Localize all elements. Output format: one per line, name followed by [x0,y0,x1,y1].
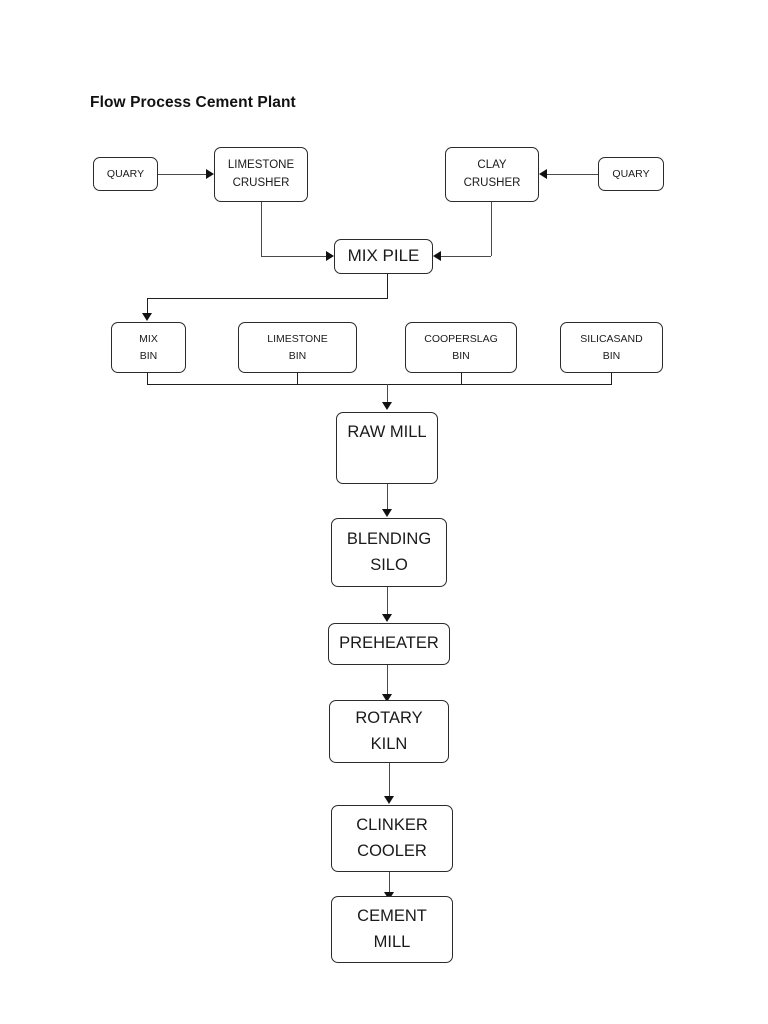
node-label-line2: BIN [452,349,470,362]
node-cement-mill[interactable]: CEMENT MILL [331,896,453,963]
edge-arrowhead [382,694,392,702]
node-label-line2: SILO [370,555,408,574]
node-label-line2: BIN [602,349,621,362]
node-label-line1: CEMENT [357,906,427,925]
node-quarry-right[interactable]: QUARY [598,157,664,191]
edge-limestone-crusher-to-mix-pile-horizontal [261,256,326,257]
edge-arrowhead [382,509,392,517]
node-blending-silo[interactable]: BLENDING SILO [331,518,447,587]
page-title: Flow Process Cement Plant [90,94,296,111]
edge-bus-to-raw-mill [387,384,388,403]
node-mix-pile[interactable]: MIX PILE [334,239,433,274]
node-clay-crusher[interactable]: CLAY CRUSHER [445,147,539,202]
edge-arrowhead [382,614,392,622]
edge-bins-bus-line [147,384,612,385]
node-preheater[interactable]: PREHEATER [328,623,450,665]
node-label-line1: CLAY [477,158,507,171]
node-label: RAW MILL [347,423,427,441]
node-label-line2: BIN [288,349,307,362]
node-silicasand-bin[interactable]: SILICASAND BIN [560,322,663,373]
node-rotary-kiln[interactable]: ROTARY KILN [329,700,449,763]
edge-clay-crusher-to-mix-pile-vertical [491,202,492,256]
edge-cooperslag-bin-drop [461,373,462,384]
edge-raw-mill-to-blending-silo [387,484,388,510]
edge-limestone-bin-drop [297,373,298,384]
edge-arrowhead [433,251,441,261]
node-clinker-cooler[interactable]: CLINKER COOLER [331,805,453,872]
node-cooperslag-bin[interactable]: COOPERSLAG BIN [405,322,517,373]
node-label-line2: MILL [373,932,411,951]
edge-arrowhead [384,796,394,804]
node-label-line2: CRUSHER [232,176,290,189]
edge-silicasand-bin-drop [611,373,612,384]
edge-arrowhead [142,313,152,321]
node-label-line1: LIMESTONE [267,333,328,346]
node-limestone-crusher[interactable]: LIMESTONE CRUSHER [214,147,308,202]
edge-clinker-cooler-to-cement-mill [389,872,390,893]
node-label-line2: COOLER [357,841,427,860]
edge-arrowhead [206,169,214,179]
node-label: MIX PILE [347,246,420,266]
edge-blending-silo-to-preheater [387,587,388,615]
node-label: QUARY [106,167,145,180]
edge-arrowhead [382,402,392,410]
edge-mix-bin-drop [147,373,148,384]
node-label: QUARY [612,167,650,180]
node-label: PREHEATER [339,634,439,653]
edge-mix-pile-to-mix-bin-vertical-top [387,274,388,298]
node-mix-bin[interactable]: MIX BIN [111,322,186,373]
node-quarry-left[interactable]: QUARY [93,157,158,191]
edge-quarry-right-to-clay-crusher [547,174,598,175]
node-label-line1: MIX [139,333,158,346]
edge-preheater-to-rotary-kiln [387,665,388,695]
edge-limestone-crusher-to-mix-pile-vertical [261,202,262,256]
edge-mix-pile-to-mix-bin-vertical-drop [147,298,148,314]
node-label-line1: ROTARY [355,708,423,727]
edge-arrowhead [326,251,334,261]
node-raw-mill[interactable]: RAW MILL [336,412,438,484]
node-label-line2: BIN [139,349,158,362]
node-label-line1: LIMESTONE [227,158,295,171]
edge-clay-crusher-to-mix-pile-horizontal [441,256,491,257]
node-label-line1: CLINKER [356,815,428,834]
edge-mix-pile-to-mix-bin-horizontal [147,298,388,299]
node-label-line1: COOPERSLAG [424,333,498,346]
node-label-line2: KILN [370,734,408,753]
edge-quarry-left-to-limestone-crusher [158,174,206,175]
node-label-line2: CRUSHER [463,176,521,189]
edge-arrowhead [539,169,547,179]
node-label-line1: BLENDING [346,529,432,548]
node-label-line1: SILICASAND [580,333,643,346]
edge-rotary-kiln-to-clinker-cooler [389,763,390,797]
node-limestone-bin[interactable]: LIMESTONE BIN [238,322,357,373]
